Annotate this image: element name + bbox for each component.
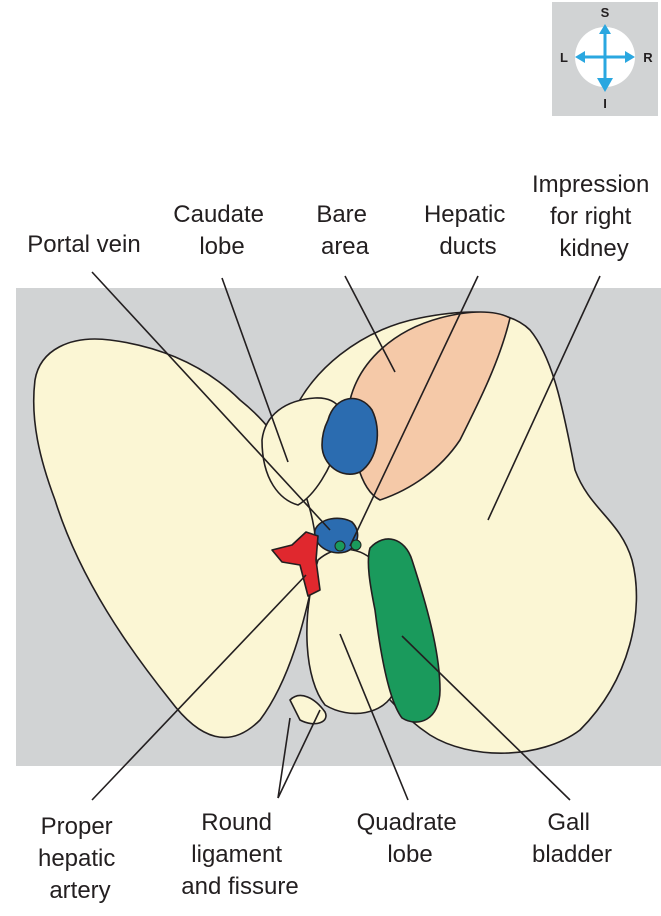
label-impression-right-kidney: Impression for right kidney — [532, 171, 656, 262]
label-quadrate-lobe: Quadrate lobe — [357, 809, 464, 868]
hepatic-duct-dot — [335, 541, 345, 551]
label-caudate-lobe: Caudate lobe — [173, 201, 270, 260]
label-round-ligament: Round ligament and fissure — [181, 809, 298, 900]
compass-superior: S — [601, 5, 610, 20]
label-proper-hepatic-artery: Proper hepatic artery — [38, 813, 122, 904]
compass-left: L — [560, 50, 568, 65]
compass-right: R — [643, 50, 653, 65]
label-hepatic-ducts: Hepatic ducts — [424, 201, 512, 260]
label-portal-vein: Portal vein — [27, 231, 140, 258]
label-gall-bladder: Gall bladder — [532, 809, 612, 868]
label-bare-area: Bare area — [316, 201, 373, 260]
orientation-compass: S I L R — [552, 2, 658, 116]
compass-inferior: I — [603, 96, 607, 111]
